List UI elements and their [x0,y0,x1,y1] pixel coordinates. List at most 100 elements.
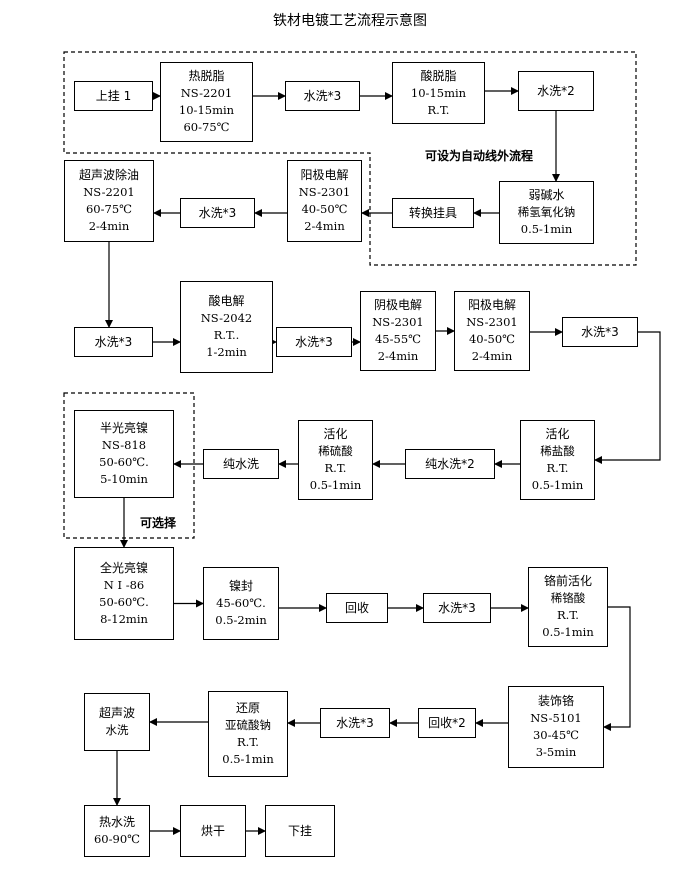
diagram-title: 铁材电镀工艺流程示意图 [273,13,427,29]
step-text: 水洗 [105,723,129,737]
step-text: 稀盐酸 [540,444,575,458]
step-text: 全光亮镍 [99,560,148,575]
process-step-n03: 水洗*3 [285,81,360,111]
step-text: 2-4min [88,219,130,233]
process-step-n19: 活化稀硫酸 R.T. 0.5-1min [298,420,373,500]
step-text: 弱碱水 [528,188,565,202]
step-text: 10-15min [410,85,467,100]
step-text: 水洗*3 [303,88,342,103]
step-text: 热水洗 [98,815,135,829]
step-text: 40-50℃ [468,332,516,346]
step-text: NS-2201 [180,86,233,100]
step-text: 酸脱脂 [420,68,457,83]
step-text: 60-75℃ [183,120,230,134]
optional-note: 可选择 [140,516,177,530]
step-text: R.T. [546,461,569,475]
process-step-n11: 水洗*3 [74,327,153,357]
process-step-n20: 纯水洗 [203,449,279,479]
step-text: 1-2min [206,345,247,359]
step-text: 酸电解 [208,294,245,308]
step-text: 60-75℃ [85,202,133,216]
step-text: 水洗*3 [438,600,476,615]
step-text: 铬前活化 [543,574,592,588]
step-text: R.T. [557,608,579,622]
step-text: 阴极电解 [373,298,422,312]
flow-arrow [603,606,631,731]
step-text: 40-50℃ [301,202,348,216]
step-text: 纯水洗 [222,456,259,471]
step-text: 2-4min [304,219,345,233]
step-text: R.T. [324,461,347,475]
step-text: 45-55℃ [374,332,422,346]
step-text: R.T. [237,735,259,749]
step-text: 还原 [235,701,260,715]
process-step-n34: 下挂 [265,805,335,857]
process-step-n21: 半光亮镍 NS-818 50-60℃. 5-10min [74,410,174,498]
flow-arrow [594,331,661,464]
step-text: 0.5-1min [542,625,594,639]
process-step-n07: 转换挂具 [392,198,474,228]
step-text: 活化 [545,427,570,441]
step-text: NS-2301 [466,315,518,329]
process-step-n01: 上挂 1 [74,81,153,111]
process-step-n13: 水洗*3 [276,327,352,357]
step-text: 超声波除油 [78,168,139,182]
step-text: 2-4min [377,349,419,363]
process-step-n18: 纯水洗*2 [405,449,495,479]
auto-line-region [63,51,637,266]
process-step-n14: 阴极电解 NS-2301 45-55℃ 2-4min [360,291,436,371]
step-text: NS-5101 [530,711,582,725]
process-step-n09: 水洗*3 [180,198,255,228]
step-text: 活化 [323,427,348,441]
step-text: 50-60℃. [99,594,149,609]
edge-layer [105,87,661,835]
step-text: NS-2301 [372,315,424,329]
step-text: 水洗*3 [94,334,133,349]
step-text: R.T.. [213,328,240,342]
step-text: 纯水洗*2 [425,456,475,471]
process-step-n28: 回收*2 [418,708,476,738]
step-text: 回收 [344,600,369,615]
step-text: 0.5-1min [531,478,584,492]
step-text: 水洗*2 [537,83,575,98]
process-step-n17: 活化稀盐酸 R.T. 0.5-1min [520,420,595,500]
step-text: 60-90℃ [93,832,141,846]
step-text: 阳极电解 [300,168,349,182]
step-text: R.T. [427,102,450,117]
process-step-n25: 水洗*3 [423,593,491,623]
step-text: 50-60℃. [99,455,149,469]
step-text: 热脱脂 [188,69,225,83]
step-text: 上挂 1 [95,88,132,103]
step-text: NS-818 [101,438,147,452]
step-text: 稀硫酸 [318,444,353,458]
step-text: 10-15min [178,103,235,117]
step-text: 0.5-1min [309,478,362,492]
step-text: 亚硫酸钠 [225,718,271,732]
process-step-n31: 超声波水洗 [84,693,150,751]
step-text: 转换挂具 [408,205,457,220]
step-text: 5-10min [100,472,148,486]
step-text: 半光亮镍 [99,421,148,435]
step-text: NS-2042 [200,311,253,325]
process-step-n05: 水洗*2 [518,71,594,111]
step-text: 3-5min [535,745,577,759]
step-text: 45-60℃. [216,596,266,610]
step-text: 0.5-2min [215,613,267,627]
step-text: NS-2201 [83,185,135,199]
step-text: 30-45℃ [532,728,580,742]
step-text: 阳极电解 [467,298,516,312]
process-step-n10: 超声波除油 NS-2201 60-75℃ 2-4min [64,160,154,242]
step-text: 下挂 [287,823,312,838]
process-step-n26: 铬前活化稀铬酸 R.T. 0.5-1min [528,567,608,647]
step-text: 稀铬酸 [550,591,586,605]
optional-region [63,392,195,539]
